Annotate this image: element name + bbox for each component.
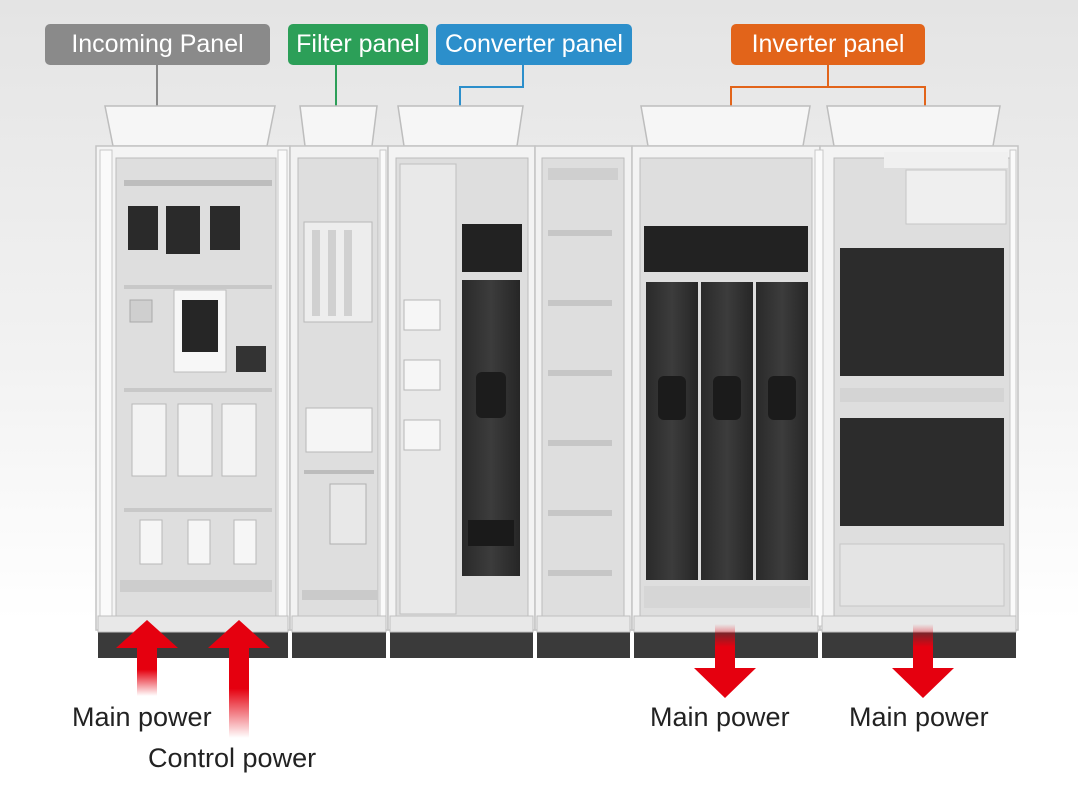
inverter-panel-1-components <box>644 226 810 608</box>
terminal-panel-components <box>548 168 618 576</box>
main-power-out-arrow-2 <box>892 624 954 698</box>
control-power-in-arrow <box>208 620 270 738</box>
filter-panel-components <box>302 221 378 600</box>
converter-panel-label: Converter panel <box>436 24 632 65</box>
incoming-panel-label: Incoming Panel <box>45 24 270 65</box>
converter-panel-components <box>399 163 522 615</box>
main-power-in-arrow <box>116 620 178 696</box>
main-power-in-label: Main power <box>72 702 212 732</box>
inverter-panel-label: Inverter panel <box>731 24 925 65</box>
control-power-in-label: Control power <box>148 743 317 773</box>
main-power-out-arrow-1 <box>694 624 756 698</box>
top-hoods <box>104 105 1001 147</box>
main-power-out-label-2: Main power <box>849 702 989 732</box>
filter-panel-label: Filter panel <box>288 24 428 65</box>
main-power-out-label-1: Main power <box>650 702 790 732</box>
inverter-panel-2-components <box>839 152 1008 607</box>
incoming-panel-components <box>120 180 272 592</box>
